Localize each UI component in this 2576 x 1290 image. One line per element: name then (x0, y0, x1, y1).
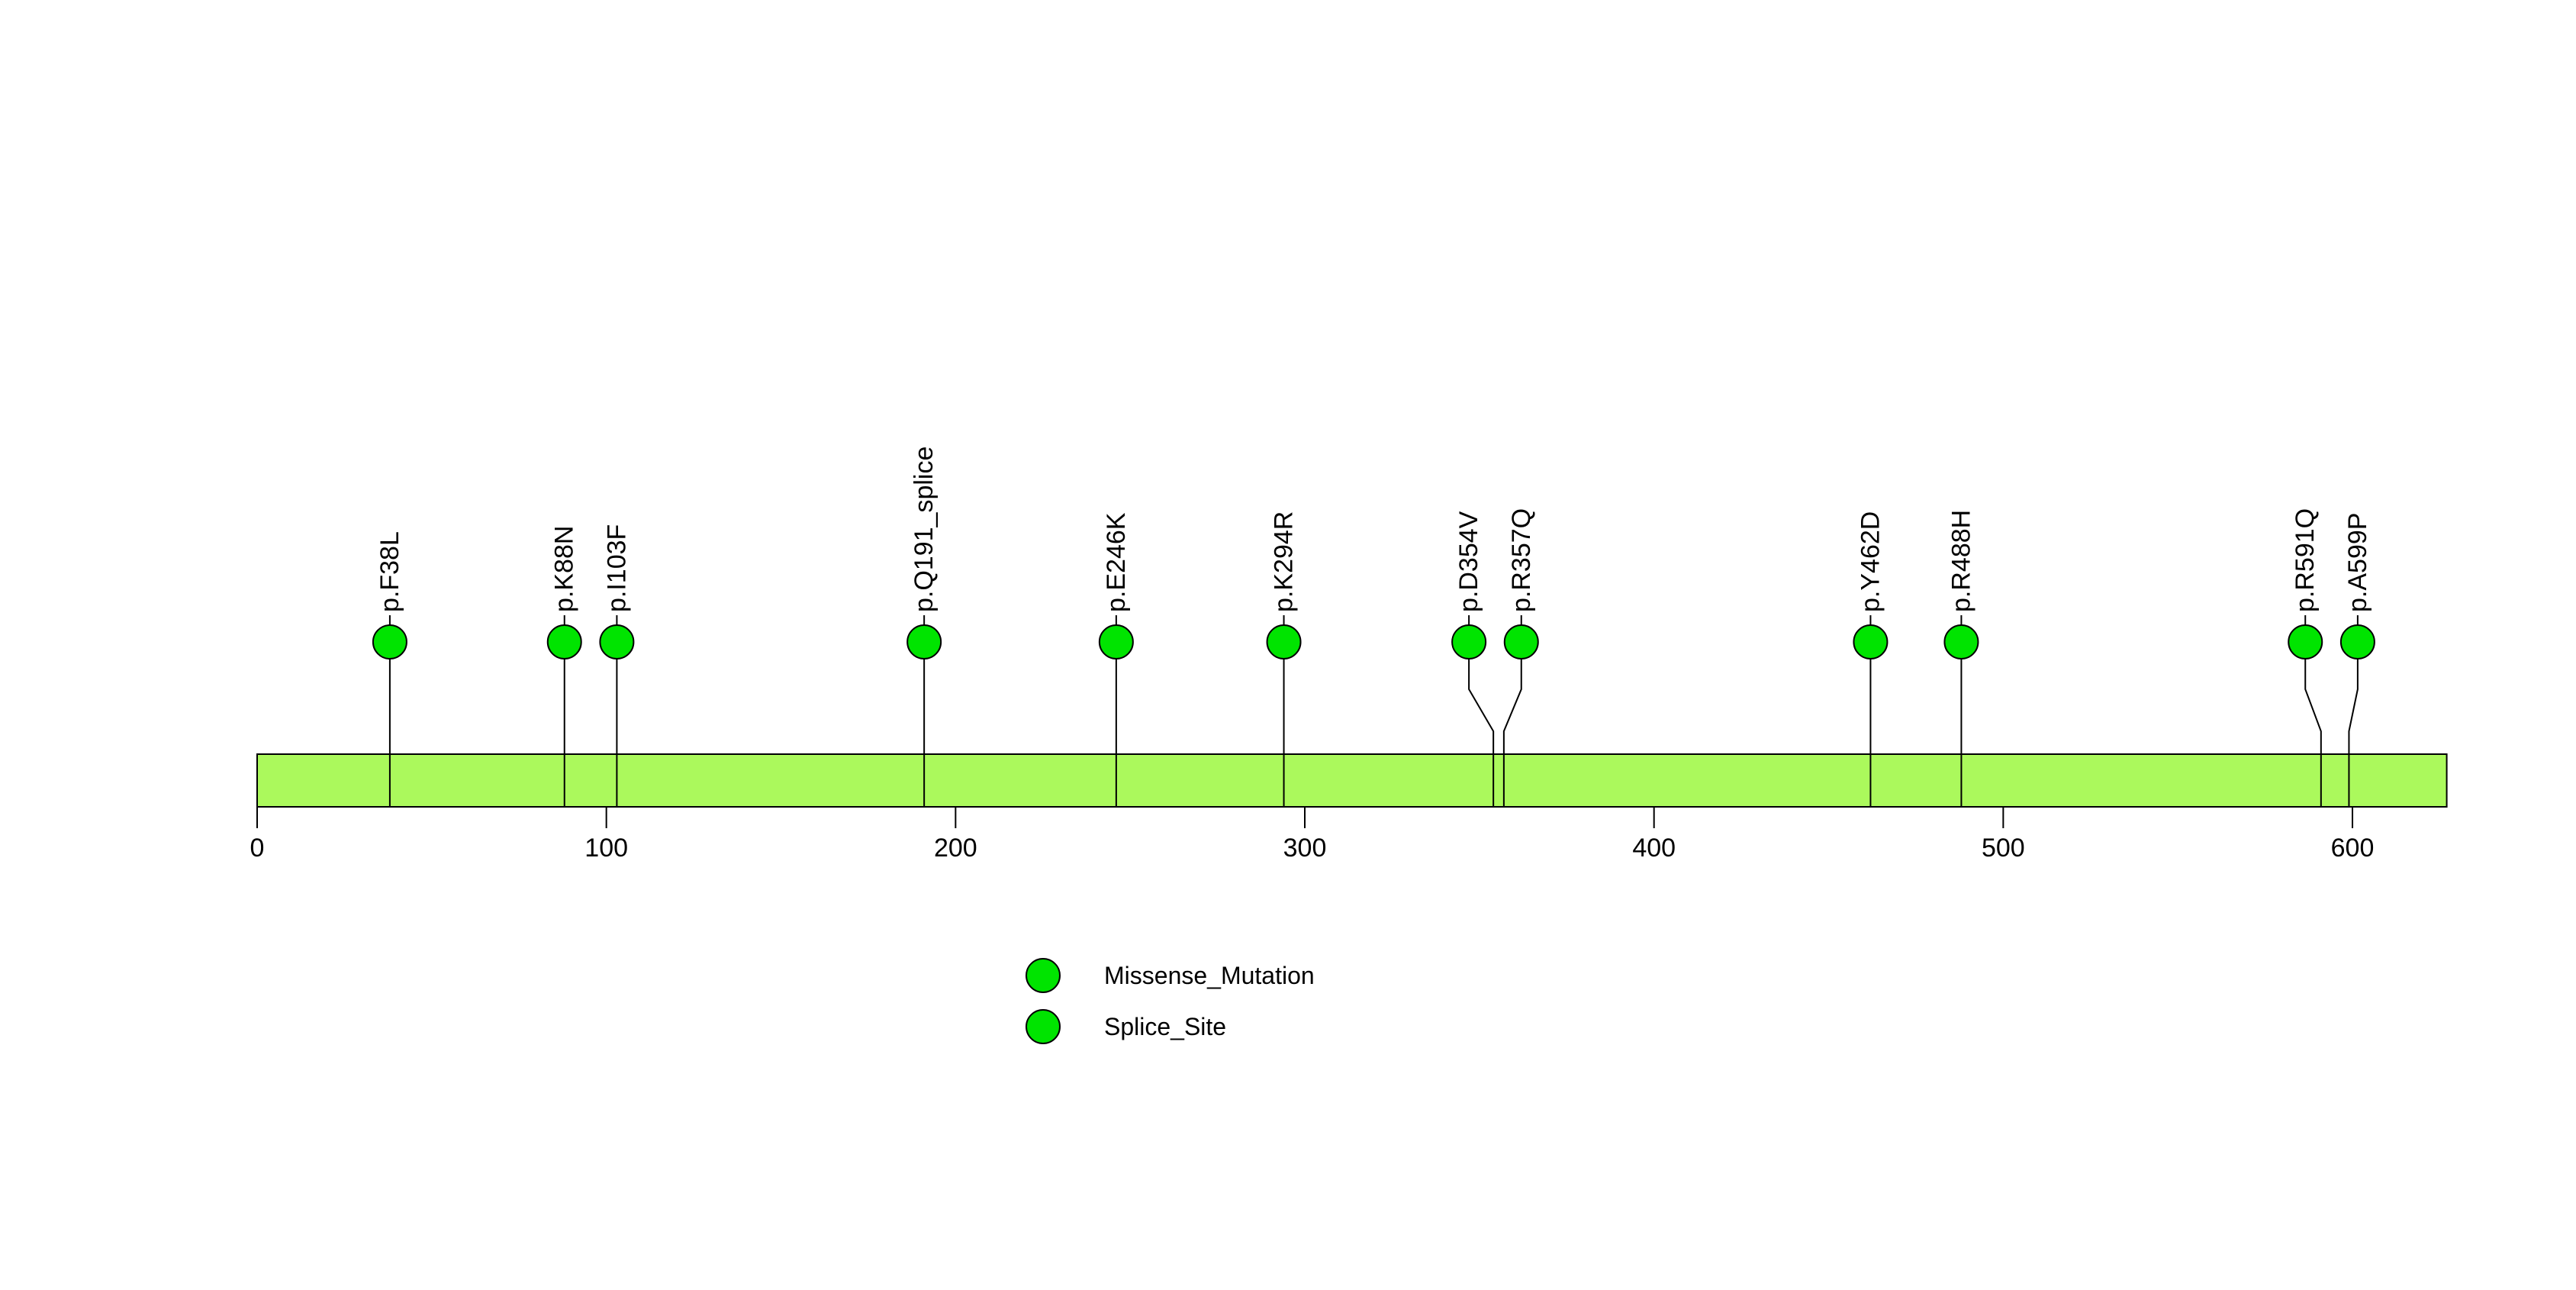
mutation-label: p.R488H (1946, 510, 1975, 612)
mutation-label: p.R357Q (1507, 508, 1536, 612)
mutation-circle (2288, 624, 2323, 660)
mutation-label: p.Q191_splice (910, 447, 939, 612)
mutation-label: p.F38L (375, 531, 404, 612)
axis-tick-label: 600 (2331, 834, 2375, 863)
lollipop: p.E246K (1098, 512, 1134, 807)
lollipop: p.R591Q (2288, 508, 2323, 807)
legend-label: Splice_Site (1104, 1013, 1226, 1040)
lollipop: p.F38L (372, 531, 407, 807)
mutation-circle (1503, 624, 1539, 660)
mutation-circle (2339, 624, 2375, 660)
legend-label: Missense_Mutation (1104, 962, 1315, 989)
lollipop-stem (2348, 659, 2359, 807)
mutation-label: p.E246K (1102, 512, 1131, 612)
lollipop: p.R488H (1943, 510, 1979, 807)
axis-tick-label: 0 (250, 834, 265, 863)
axis-tick-label: 500 (1982, 834, 2025, 863)
axis-tick-label: 300 (1283, 834, 1327, 863)
mutation-circle (546, 624, 582, 660)
mutation-label: p.K88N (550, 526, 579, 612)
axis-tick-label: 100 (584, 834, 628, 863)
mutation-label: p.D354V (1454, 511, 1483, 612)
mutation-label: p.R591Q (2291, 508, 2320, 612)
mutation-label: p.Y462D (1856, 511, 1885, 612)
lollipop: p.K88N (546, 526, 582, 807)
mutation-circle (599, 624, 635, 660)
lollipop: p.D354V (1451, 511, 1495, 807)
protein-domain-bar (256, 753, 2448, 808)
lollipop-stem (2304, 659, 2322, 807)
axis-tick-label: 400 (1632, 834, 1676, 863)
mutation-label: p.A599P (2343, 513, 2372, 612)
mutation-circle (1943, 624, 1979, 660)
legend-item: Missense_Mutation (1026, 958, 1315, 993)
mutation-circle (1098, 624, 1134, 660)
mutation-circle (1266, 624, 1302, 660)
mutation-circle (372, 624, 407, 660)
mutation-label: p.K294R (1270, 511, 1299, 612)
legend-swatch-circle (1026, 1009, 1061, 1044)
axis-tick-label: 200 (934, 834, 977, 863)
lollipop: p.R357Q (1502, 508, 1539, 807)
lollipop-stem (1502, 659, 1522, 807)
lollipop-stem (1468, 659, 1495, 807)
mutation-label: p.I103F (602, 524, 631, 612)
legend-item: Splice_Site (1026, 1009, 1226, 1044)
mutation-circle (1853, 624, 1889, 660)
legend-swatch-circle (1026, 958, 1061, 993)
lollipop: p.Q191_splice (906, 447, 942, 807)
lollipop: p.K294R (1266, 511, 1302, 807)
mutation-circle (1451, 624, 1487, 660)
lollipop: p.Y462D (1853, 511, 1889, 807)
mutation-circle (906, 624, 942, 660)
lollipop: p.I103F (599, 524, 635, 807)
lollipop: p.A599P (2339, 513, 2375, 807)
